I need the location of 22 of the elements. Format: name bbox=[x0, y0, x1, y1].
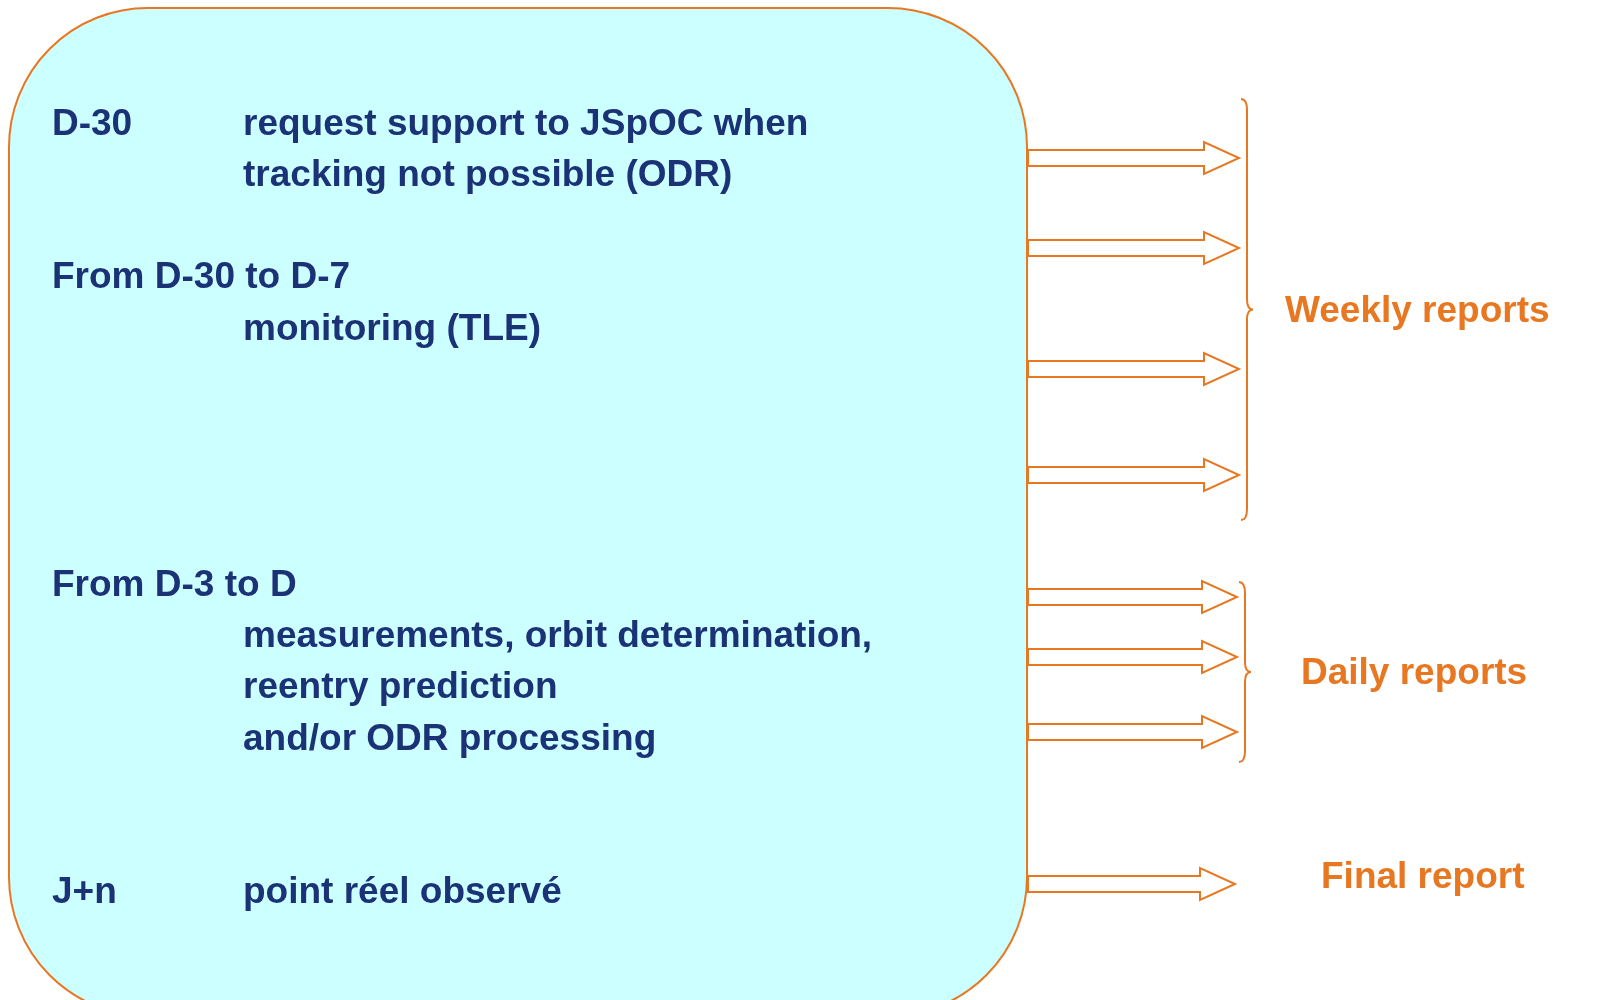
report-label: Daily reports bbox=[1301, 651, 1528, 693]
phase-panel bbox=[8, 7, 1028, 1000]
time-label: D-30 bbox=[52, 101, 133, 145]
task-text: request support to JSpOC when tracking not possible (ODR) bbox=[243, 101, 810, 196]
time-label: J+n bbox=[52, 869, 117, 913]
time-label: From D-3 to D bbox=[52, 562, 297, 606]
block-arrow bbox=[1027, 579, 1240, 615]
time-label: From D-30 to D-7 bbox=[52, 254, 351, 298]
report-label: Final report bbox=[1321, 855, 1525, 897]
report-label: Weekly reports bbox=[1285, 288, 1550, 331]
block-arrow bbox=[1027, 140, 1242, 176]
block-arrow bbox=[1027, 866, 1238, 902]
block-arrow bbox=[1027, 639, 1240, 675]
task-text: and/or ODR processing bbox=[243, 716, 657, 760]
block-arrow bbox=[1027, 457, 1242, 493]
task-text: point réel observé bbox=[243, 869, 562, 913]
block-arrow bbox=[1027, 351, 1242, 387]
task-text: monitoring (TLE) bbox=[243, 306, 541, 350]
block-arrow bbox=[1027, 230, 1242, 266]
block-arrow bbox=[1027, 714, 1240, 750]
task-text: measurements, orbit determination, bbox=[243, 613, 873, 657]
task-text: reentry prediction bbox=[243, 664, 558, 708]
